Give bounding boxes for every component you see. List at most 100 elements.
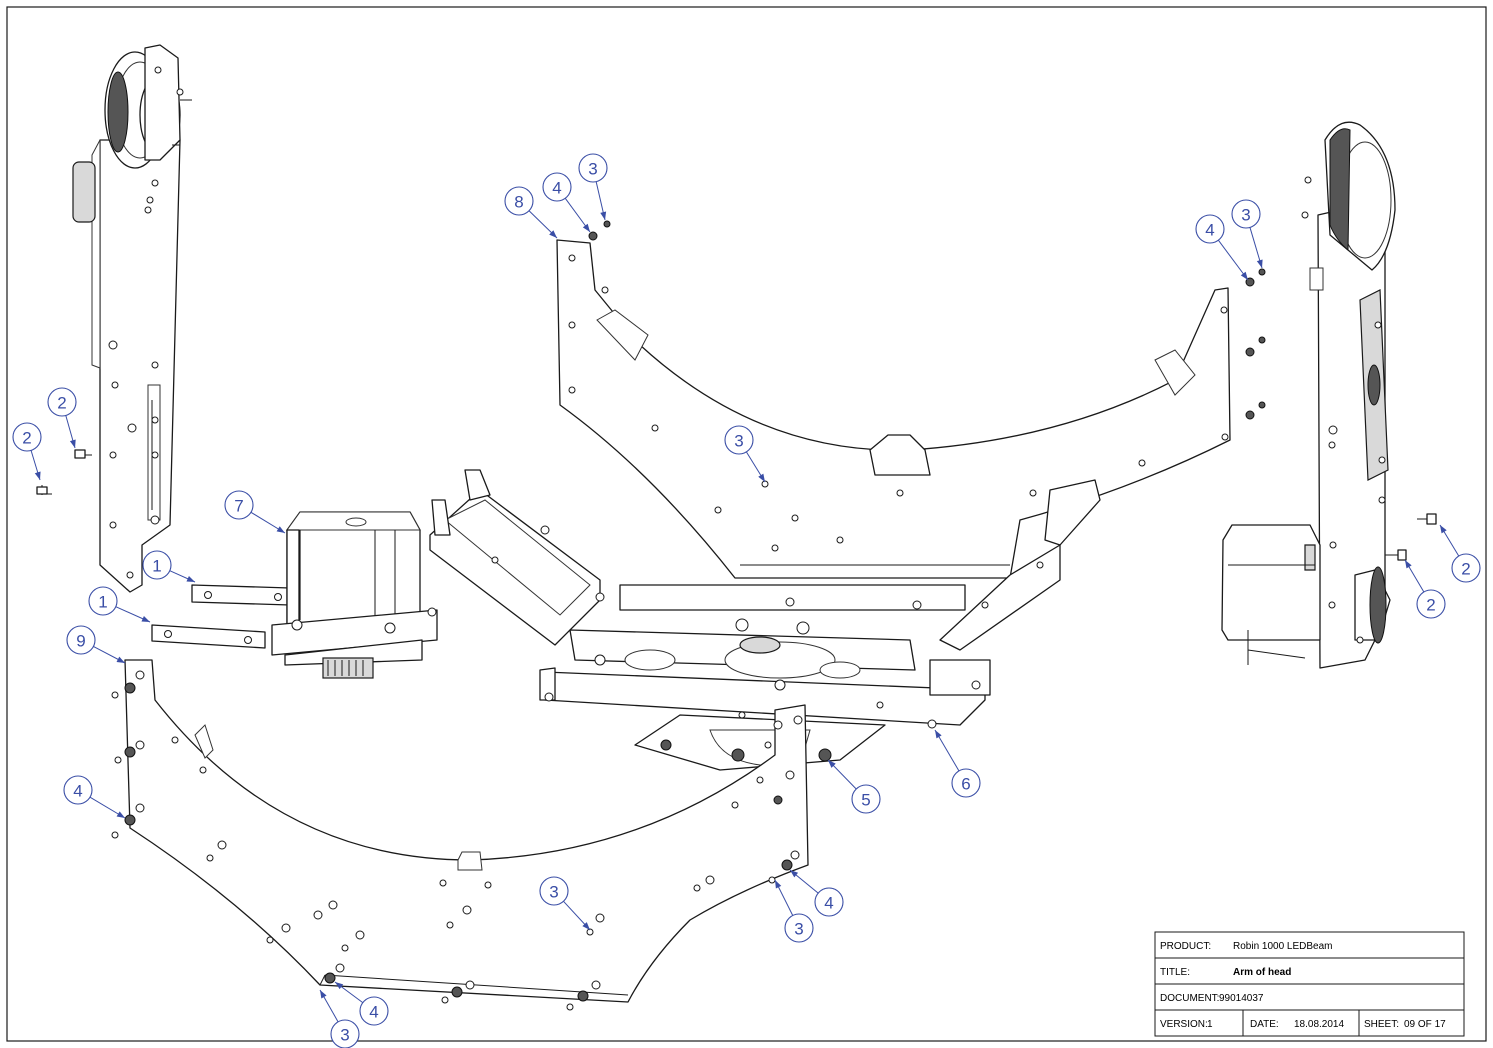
callout-balloon: 4 [63,775,93,805]
callout-leader-c4c [1217,239,1249,281]
sheet-label: SHEET: [1364,1019,1399,1030]
callout-balloon: 7 [224,490,254,520]
callout-number: 5 [861,791,870,810]
callout-balloon: 2 [1451,553,1481,583]
callout-balloon: 4 [814,887,844,917]
left-arm-plate [72,44,192,593]
callout-arrow-c1b [141,615,150,622]
callout-circle [784,913,814,943]
callout-balloon: 4 [1195,214,1225,244]
upper-arc-plate [556,220,1266,579]
callout-number: 1 [98,593,107,612]
callout-balloon: 2 [47,387,77,417]
callout-arrow-c8 [549,230,557,238]
callout-circle [330,1019,360,1048]
callout-arrow-c3f [320,990,327,999]
screw-left-a [36,485,52,495]
callout-number: 2 [1461,560,1470,579]
callout-circle [1451,553,1481,583]
sheet-value: 09 OF 17 [1404,1019,1446,1030]
callout-arrow-c4b [582,223,590,232]
callout-arrow-c2a [34,471,41,480]
callout-balloon: 3 [784,913,814,943]
callout-arrow-c3e [775,880,782,889]
callout-balloon: 2 [1416,589,1446,619]
callout-arrow-c3d [582,922,590,930]
callout-number: 8 [514,193,523,212]
callout-balloon: 8 [504,186,534,216]
callout-balloon: 4 [542,172,572,202]
callout-circle [66,625,96,655]
callout-arrow-c4a [116,811,125,818]
version-label: VERSION: [1160,1019,1208,1030]
stepper-motor [271,511,438,679]
callout-number: 9 [76,632,85,651]
callout-balloon: 1 [142,550,172,580]
callout-arrow-c6 [935,730,942,739]
drawing-frame [6,6,1487,1042]
callout-arrow-c3b [758,473,765,482]
callout-arrow-c4c [1240,271,1248,280]
right-arm-plate [1221,121,1396,669]
callout-number: 2 [1426,596,1435,615]
callout-balloon: 6 [951,768,981,798]
callout-balloon: 1 [88,586,118,616]
date-label: DATE: [1250,1019,1279,1030]
product-label: PRODUCT: [1160,941,1211,952]
callout-number: 6 [961,775,970,794]
date-value: 18.08.2014 [1294,1019,1344,1030]
bar-lower [151,624,266,649]
callout-arrow-c7 [276,526,285,533]
product-value: Robin 1000 LEDBeam [1233,941,1333,952]
callout-circle [951,768,981,798]
callout-circle [359,996,389,1026]
callout-arrow-c4d [790,870,799,878]
callout-circle [142,550,172,580]
callout-number: 3 [1241,206,1250,225]
callout-balloon: 2 [12,422,42,452]
callout-circle [539,876,569,906]
callout-balloon: 5 [851,784,881,814]
callout-number: 3 [588,160,597,179]
callout-number: 4 [824,894,833,913]
callout-balloon: 3 [578,153,608,183]
callout-circle [88,586,118,616]
callout-circle [47,387,77,417]
callout-number: 1 [152,557,161,576]
document-label: DOCUMENT: [1160,993,1219,1004]
callout-balloon: 3 [539,876,569,906]
callout-balloon: 3 [330,1019,360,1048]
callout-circle [12,422,42,452]
callout-circle [542,172,572,202]
lower-arc-plate [111,659,809,1011]
callout-circle [63,775,93,805]
callout-number: 4 [552,179,561,198]
callout-number: 4 [73,782,82,801]
callout-leaders [30,181,1460,1023]
callout-number: 4 [369,1003,378,1022]
bar-upper [191,584,291,606]
callout-circle [724,425,754,455]
callout-circle [851,784,881,814]
callout-number: 3 [549,883,558,902]
callout-arrow-c2c [1440,525,1447,534]
callout-circle [578,153,608,183]
callout-balloon: 3 [724,425,754,455]
callout-number: 7 [234,497,243,516]
title-label: TITLE: [1160,967,1190,978]
callout-arrow-c4e [335,982,344,990]
callout-number: 3 [340,1026,349,1045]
callout-circle [504,186,534,216]
callout-circle [1416,589,1446,619]
callout-circle [1231,199,1261,229]
screw-left-b [74,449,92,459]
callout-number: 3 [794,920,803,939]
callout-arrow-c2d [1405,560,1412,569]
screw-right-b [1417,513,1437,525]
callout-arrow-c2b [69,439,76,448]
screw-right-a [1385,549,1407,561]
version-value: 1 [1207,1019,1213,1030]
callout-number: 2 [57,394,66,413]
document-value: 99014037 [1219,993,1264,1004]
